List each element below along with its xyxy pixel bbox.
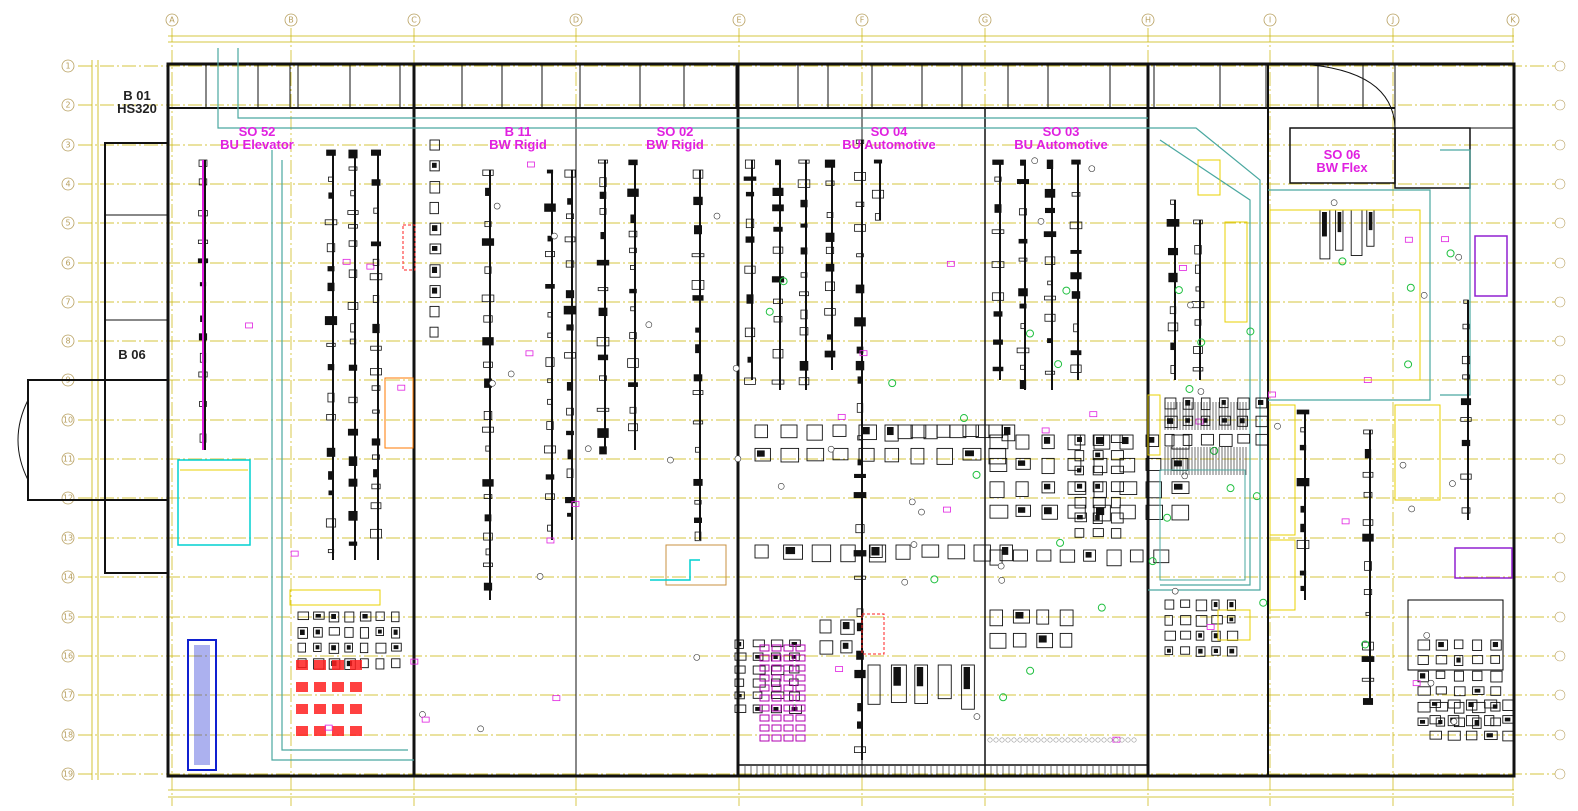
zone-label-so03: SO 03 xyxy=(1043,124,1080,139)
grid-row-label: 19 xyxy=(63,770,73,779)
grid-row-label: 4 xyxy=(65,180,70,189)
zone-label-so52: BU Elevator xyxy=(220,137,294,152)
grid-col-label: G xyxy=(982,16,988,25)
grid-row-label: 6 xyxy=(65,259,70,268)
grid-col-label: B xyxy=(288,16,294,25)
grid-row-label: 17 xyxy=(63,691,73,700)
grid-col-label: A xyxy=(169,16,175,25)
production-equipment xyxy=(197,139,1516,776)
grid-bubble-row-4: 4 xyxy=(61,177,75,191)
grid-bubble-row-15: 15 xyxy=(61,610,75,624)
zone-label-so52: SO 52 xyxy=(239,124,276,139)
grid-row-label: 14 xyxy=(63,573,73,582)
grid-row-label: 12 xyxy=(63,494,73,503)
grid-bubble-row-3: 3 xyxy=(61,138,75,152)
building-label-b01: B 01 xyxy=(123,88,150,103)
grid-bubble-col-H: H xyxy=(1141,13,1155,27)
grid-bubble-row-7: 7 xyxy=(61,295,75,309)
grid-bubble-col-I: I xyxy=(1263,13,1277,27)
zone-label-so04: BU Automotive xyxy=(842,137,935,152)
office-cells xyxy=(167,63,1514,129)
grid-col-label: H xyxy=(1145,16,1151,25)
grid-row-label: 5 xyxy=(65,219,70,228)
grid-row-label: 7 xyxy=(65,298,70,307)
grid-row-label: 13 xyxy=(63,534,73,543)
zone-label-so04: SO 04 xyxy=(871,124,909,139)
zone-label-so03: BU Automotive xyxy=(1014,137,1107,152)
zone-label-so06: BW Flex xyxy=(1316,160,1368,175)
building-label-b01: HS320 xyxy=(117,101,157,116)
zone-label-so06: SO 06 xyxy=(1324,147,1361,162)
grid-bubble-col-C: C xyxy=(407,13,421,27)
zone-label-b11: BW Rigid xyxy=(489,137,547,152)
zone-label-so02: SO 02 xyxy=(657,124,694,139)
grid-row-label: 1 xyxy=(65,62,70,71)
grid-bubble-col-A: A xyxy=(165,13,179,27)
grid-bubble-row-14: 14 xyxy=(61,570,75,584)
grid-bubble-col-B: B xyxy=(284,13,298,27)
grid-col-label: K xyxy=(1510,16,1516,25)
grid-row-label: 11 xyxy=(63,455,73,464)
aisle-markings xyxy=(217,48,1471,761)
grid-bubble-row-13: 13 xyxy=(61,531,75,545)
grid-bubble-row-8: 8 xyxy=(61,334,75,348)
grid-bubble-col-E: E xyxy=(732,13,746,27)
grid-col-label: E xyxy=(736,16,741,25)
zone-label-so02: BW Rigid xyxy=(646,137,704,152)
grid-row-label: 3 xyxy=(65,141,70,150)
grid-bubble-col-K: K xyxy=(1506,13,1520,27)
grid-col-label: D xyxy=(573,16,579,25)
grid-bubble-col-D: D xyxy=(569,13,583,27)
grid-bubble-col-F: F xyxy=(855,13,869,27)
zone-label-b11: B 11 xyxy=(505,124,532,139)
grid-bubble-row-5: 5 xyxy=(61,216,75,230)
grid-col-label: J xyxy=(1391,16,1394,25)
colored-areas xyxy=(177,159,1513,771)
grid-bubble-row-10: 10 xyxy=(61,413,75,427)
building-label-b06: B 06 xyxy=(118,347,145,362)
grid-bubble-row-16: 16 xyxy=(61,649,75,663)
grid-row-label: 16 xyxy=(63,652,73,661)
grid-col-label: I xyxy=(1269,16,1271,25)
grid-row-label: 8 xyxy=(65,337,70,346)
grid-row-label: 2 xyxy=(65,101,70,110)
grid-col-label: F xyxy=(860,16,865,25)
grid-bubble-row-2: 2 xyxy=(61,98,75,112)
grid-row-label: 10 xyxy=(63,416,73,425)
grid-bubble-row-17: 17 xyxy=(61,688,75,702)
grid-col-label: C xyxy=(411,16,417,25)
grid-bubble-row-6: 6 xyxy=(61,256,75,270)
grid-bubble-row-1: 1 xyxy=(61,59,75,73)
grid-bubble-row-19: 19 xyxy=(61,767,75,781)
grid-row-label: 15 xyxy=(63,613,73,622)
grid-bubble-row-18: 18 xyxy=(61,728,75,742)
grid-bubble-col-J: J xyxy=(1386,13,1400,27)
grid-bubble-row-11: 11 xyxy=(61,452,75,466)
grid-row-label: 18 xyxy=(63,731,73,740)
grid-bubble-col-G: G xyxy=(978,13,992,27)
grid-bubble-row-12: 12 xyxy=(61,491,75,505)
